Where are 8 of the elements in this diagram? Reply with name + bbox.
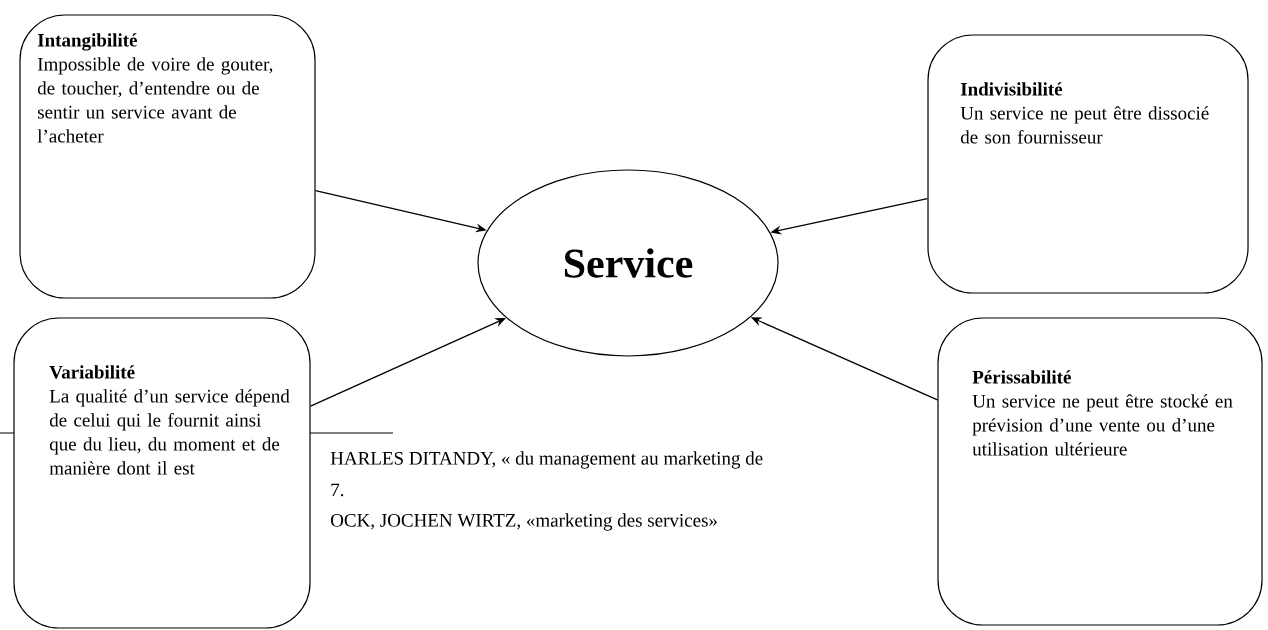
rounded-box: Variabilité La qualité d’un service dépend de celui qui le fournit ainsi que du lieu, du moment et de manière dont il est	[13, 317, 311, 629]
rounded-box: Indivisibilité Un service ne peut être dissocié de son fournisseur	[927, 34, 1249, 294]
rounded-box: Intangibilité Impossible de voire de gouter, de toucher, d’entendre ou de sentir un service avant de l’acheter	[19, 14, 316, 299]
footnote-text: OCK, JOCHEN WIRTZ, «marketing des services»	[331, 513, 717, 531]
ellipse-node: Service	[477, 169, 779, 357]
rounded-box: Périssabilité Un service ne peut être stocké en prévision d’une vente ou d’une utilisation ultérieure	[937, 317, 1263, 626]
footnote-text: HARLES DITANDY, « du management au marketing de	[330, 451, 763, 469]
footnote-text: 7.	[331, 483, 344, 497]
